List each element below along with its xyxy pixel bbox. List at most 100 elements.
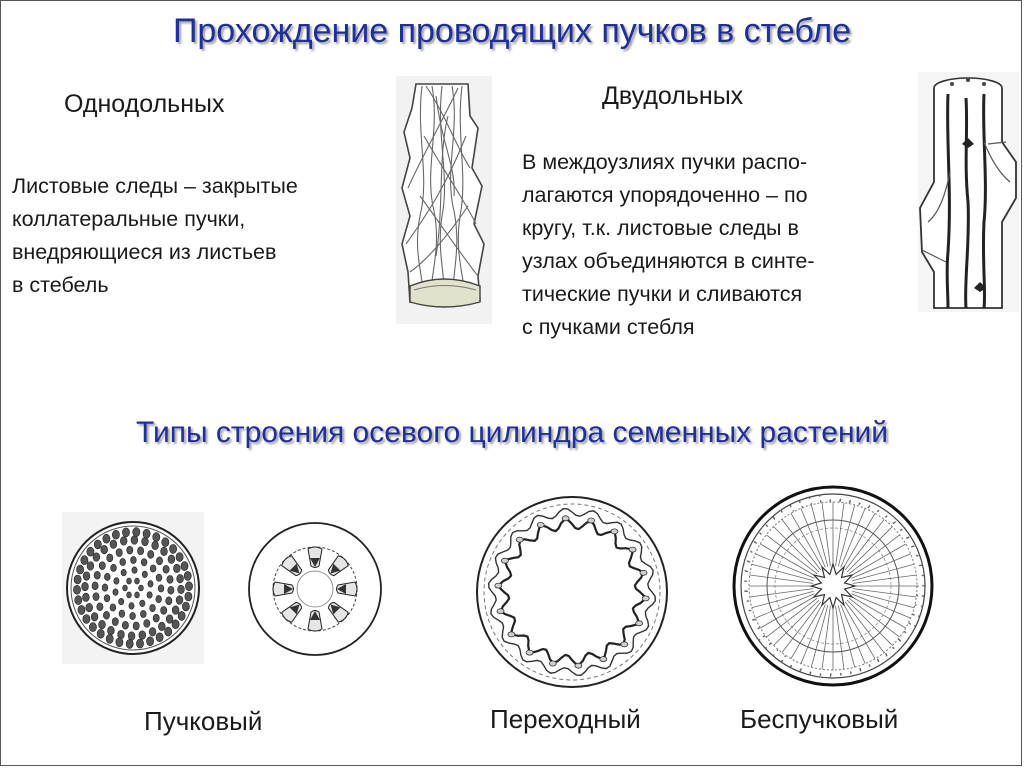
- bundle-dot: [126, 545, 134, 555]
- bundle-dot: [105, 634, 114, 644]
- bundle-dot: [165, 614, 174, 624]
- bundle-dot: [96, 602, 104, 611]
- bundle-dot: [138, 584, 144, 592]
- bundle-dot: [74, 595, 83, 605]
- bundle-dot: [86, 561, 95, 571]
- bundle-dot: [165, 596, 173, 606]
- bundle-dot: [127, 631, 136, 641]
- bundle-dot: [146, 591, 153, 599]
- scattered-bundles-diagram: [62, 512, 204, 664]
- bundle-dot: [156, 556, 163, 566]
- bundle-lobe: [536, 521, 545, 528]
- dicot-line: с пучками стебля: [522, 315, 695, 339]
- bundle-lobe: [561, 515, 570, 522]
- bundle-dot: [155, 573, 163, 582]
- bundle-dot: [115, 548, 123, 557]
- cambium-ring: [487, 507, 657, 677]
- slide-title: Прохождение проводящих пучков в стебле: [172, 12, 852, 50]
- bundle-lobe: [548, 660, 557, 667]
- bundle-dot: [132, 621, 140, 631]
- bundle-dot: [118, 609, 126, 618]
- vascular-bundle: [307, 610, 323, 632]
- bundle-dot: [130, 556, 137, 564]
- bundle-dot: [162, 565, 170, 574]
- bundle-dot: [130, 535, 139, 545]
- bundle-dot: [73, 585, 81, 595]
- bundle-dot: [177, 584, 185, 594]
- bundle-dot: [118, 597, 125, 606]
- bark-stipple: [744, 495, 925, 677]
- bundle-dot: [90, 612, 99, 622]
- scattered-bundle-dots: [73, 527, 193, 649]
- bundle-dot: [158, 621, 166, 631]
- bundle-lobe: [628, 546, 637, 553]
- bundle-lobe: [525, 649, 534, 656]
- bundle-lobe: [507, 631, 516, 638]
- bundle-dot: [137, 546, 145, 556]
- vascular-bundle: [281, 555, 303, 577]
- bundle-dot: [147, 550, 155, 559]
- bundle-dot: [149, 564, 157, 573]
- bundle-dot: [143, 619, 151, 628]
- bundle-dot: [109, 539, 118, 549]
- bundle-lobe: [494, 582, 503, 589]
- bundle-dot: [160, 606, 168, 615]
- bundle-dot: [103, 594, 111, 603]
- bundle-dot: [100, 545, 108, 555]
- section-title: Типы строения осевого цилиндра семенных …: [135, 416, 889, 449]
- bundle-dot: [157, 584, 165, 593]
- bundle-dot: [166, 575, 174, 584]
- bundle-dot: [111, 617, 119, 626]
- bundle-lobe: [635, 620, 644, 627]
- bundle-lobe: [574, 662, 583, 669]
- dicot-line: лагаются упорядоченно – по: [522, 183, 808, 207]
- bundle-dot: [82, 592, 90, 602]
- monocot-stem-illustration: [396, 76, 492, 324]
- dicot-stem-illustration: [918, 72, 1020, 312]
- vascular-bundle: [327, 601, 349, 623]
- bundle-dot: [119, 536, 128, 546]
- bundle-dot: [152, 613, 160, 623]
- bundle-dot: [92, 592, 100, 601]
- bundle-dot: [171, 619, 180, 630]
- bundle-dot: [134, 591, 140, 599]
- bundle-dot: [155, 595, 162, 604]
- dicot-line: узлах объединяются в синте-: [522, 249, 815, 273]
- bundle-dot: [149, 604, 156, 613]
- bundle-dot: [161, 537, 170, 548]
- type-label-transitional: Переходный: [490, 704, 641, 734]
- bundle-dot: [131, 566, 138, 574]
- monocot-heading: Однодольных: [64, 90, 225, 118]
- bundle-lobe: [599, 656, 608, 663]
- vascular-bundle: [327, 555, 349, 577]
- vascular-bundle: [281, 601, 303, 623]
- bundle-dot: [164, 626, 173, 637]
- bundle-dot: [82, 614, 91, 624]
- bundle-dot: [134, 577, 140, 585]
- bundle-dot: [151, 540, 159, 550]
- monocot-line: Листовые следы – закрытые: [12, 174, 298, 198]
- transitional-stele-diagram: [476, 496, 668, 688]
- bundle-dot: [167, 585, 175, 595]
- dicot-line: кругу, т.к. листовые следы в: [522, 216, 799, 240]
- bundle-dot: [167, 554, 176, 564]
- bundle-dot: [121, 620, 129, 630]
- bundle-dot: [142, 528, 151, 539]
- bundle-dot: [126, 591, 132, 599]
- bundle-lobe: [500, 557, 509, 564]
- bundle-dot: [125, 639, 134, 649]
- bundle-dot: [102, 533, 111, 544]
- bundle-dot: [73, 574, 82, 585]
- bundle-dot: [138, 630, 147, 640]
- non-bundled-stele-diagram: [732, 485, 934, 687]
- bundle-dot: [107, 626, 115, 636]
- bundle-lobe: [610, 528, 619, 535]
- dicot-heading: Двудольных: [602, 82, 744, 110]
- bundle-dot: [86, 546, 95, 557]
- bundle-dot: [88, 622, 97, 632]
- bundle-dot: [103, 610, 110, 620]
- dicot-line: В междоузлиях пучки распо-: [522, 150, 808, 174]
- bundle-dot: [98, 561, 106, 570]
- bundle-dot: [82, 571, 91, 581]
- vascular-bundles: [272, 546, 358, 632]
